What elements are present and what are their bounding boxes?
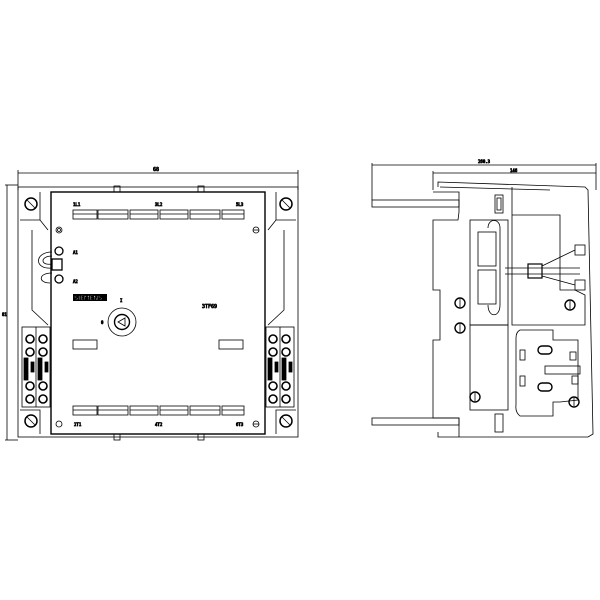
terminal-label-4t2: 4T2 [155,422,163,427]
coil-terminal-a1: A1 [73,250,78,255]
aux-contact-block-right [265,326,295,408]
side-total-dimension: 260.3 [478,159,491,164]
model-label: 3TF69 [202,304,217,310]
terminal-label-1l1: 1L1 [73,202,81,207]
terminal-label-2t1: 2T1 [74,422,82,427]
switch-on-label: I [120,298,123,303]
switch-off-label: 0 [101,320,104,325]
terminal-label-3l2: 3L2 [155,202,163,207]
front-view: 68 81 [2,167,299,441]
front-width-dimension: 68 [153,167,159,173]
bottom-terminal-strip [72,405,245,416]
front-height-dimension: 81 [2,312,7,317]
terminal-label-5l3: 5L3 [236,202,244,207]
aux-contact-block-left [21,326,51,408]
screw-icon [24,197,293,428]
coil-terminal-a2: A2 [73,279,78,284]
side-view: 260.3 146 [371,159,597,438]
brand-logo: SIEMENS [74,295,102,302]
side-depth-dimension: 146 [510,168,518,173]
rotary-switch[interactable] [107,307,137,337]
arrow-left-icon [117,317,126,327]
top-terminal-strip [72,209,245,220]
screw-icon [454,297,580,408]
terminal-label-6t3: 6T3 [236,422,244,427]
